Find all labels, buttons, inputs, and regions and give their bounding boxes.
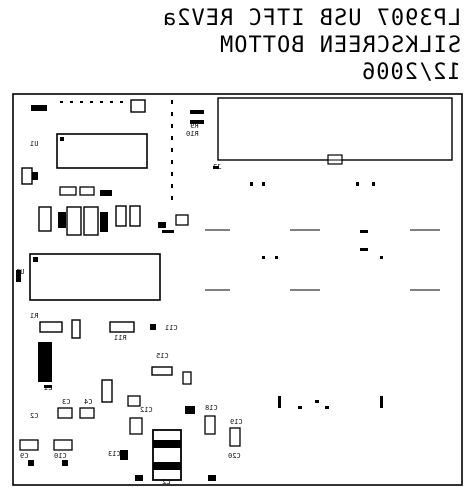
component-cap-1 [38, 206, 52, 232]
chip-u1 [56, 133, 148, 169]
inductor-l2 [152, 429, 182, 481]
component-cap-3 [83, 206, 99, 236]
pad-cluster-right [205, 229, 440, 291]
ref-c10: C10 [54, 452, 67, 460]
ref-r11: R11 [114, 334, 127, 342]
component-r-lower-3 [109, 321, 135, 333]
ref-c11: C11 [165, 324, 178, 332]
component-top-right-small [130, 99, 146, 113]
component-r-lower-2 [71, 319, 81, 339]
ref-c2: C2 [30, 412, 39, 420]
connector-j2 [217, 97, 453, 165]
ref-l1: L1 [44, 384, 53, 392]
component-r-topleft [31, 105, 47, 111]
component-bottom-4 [53, 439, 73, 451]
chip-u3 [29, 253, 161, 301]
component-bottom-1 [57, 407, 73, 419]
component-cap-6 [129, 205, 141, 227]
top-dotted-row [60, 101, 123, 103]
component-bottom-3 [19, 439, 39, 451]
ref-r1: R1 [30, 312, 39, 320]
component-bottom-11 [120, 450, 128, 460]
component-cap-2 [66, 206, 82, 236]
ref-c9: C9 [20, 452, 29, 460]
component-left-d1 [21, 167, 33, 185]
ref-j2: J2 [213, 163, 222, 171]
component-bottom-2 [79, 407, 95, 419]
component-bottom-6 [62, 460, 68, 466]
ref-l2: L2 [162, 478, 171, 486]
ref-c13: C13 [108, 450, 121, 458]
ref-c15: C15 [156, 352, 169, 360]
component-c-row-1 [59, 186, 77, 196]
ref-u1: U1 [30, 140, 39, 148]
component-bottom-5 [28, 460, 34, 466]
label-marks [16, 110, 219, 388]
component-cap-4 [100, 212, 108, 232]
component-small-right [158, 222, 166, 228]
component-bottom-7 [129, 417, 143, 435]
pad-dots-bottom-right [278, 396, 383, 409]
board-outline [12, 93, 463, 486]
component-r-lower-4 [150, 324, 156, 330]
ref-u3: U3 [16, 268, 25, 276]
component-bottom-12 [135, 475, 143, 481]
component-r-lower-1 [39, 321, 63, 333]
component-bottom-9 [204, 415, 216, 435]
component-small-right-2 [175, 214, 189, 226]
component-c-row-2 [79, 186, 95, 196]
component-c-row-3 [100, 190, 112, 196]
component-cap-5 [115, 205, 127, 227]
component-cap-7 [58, 212, 66, 228]
ref-c20: C20 [228, 452, 241, 460]
component-mid-3 [127, 395, 141, 407]
ref-c3: C3 [62, 398, 71, 406]
component-bottom-13 [208, 475, 216, 481]
ref-c12: C12 [140, 406, 153, 414]
component-bottom-8 [185, 406, 195, 414]
ref-c19: C19 [230, 418, 243, 426]
component-mid-4 [182, 371, 192, 385]
ref-c4: C4 [84, 398, 93, 406]
component-mid-2 [101, 379, 113, 403]
inductor-l1 [38, 342, 52, 382]
component-bottom-10 [229, 427, 241, 447]
ref-c18: C18 [205, 404, 218, 412]
component-mid-1 [151, 366, 173, 376]
ref-r9-r10: R9 R10 [186, 122, 199, 138]
pad-dots-right [250, 182, 383, 259]
